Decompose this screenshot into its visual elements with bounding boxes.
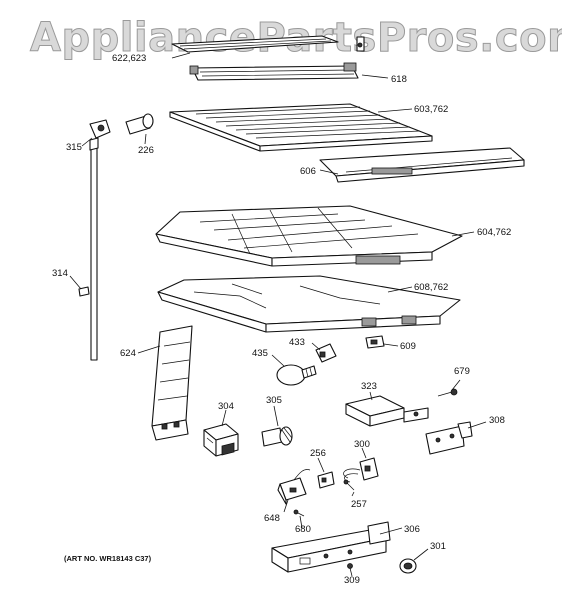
label-433: 433 bbox=[289, 337, 305, 348]
part-256-illustration bbox=[317, 471, 335, 489]
part-301-illustration bbox=[399, 558, 417, 574]
label-256: 256 bbox=[310, 448, 326, 459]
art-number: (ART NO. WR18143 C37) bbox=[64, 554, 152, 563]
label-309: 309 bbox=[344, 575, 360, 586]
part-315-illustration bbox=[89, 119, 111, 361]
part-604-illustration bbox=[155, 205, 463, 267]
label-680: 680 bbox=[295, 524, 311, 535]
label-308: 308 bbox=[489, 415, 505, 426]
part-308-illustration bbox=[425, 421, 473, 455]
label-301: 301 bbox=[430, 541, 446, 552]
label-618: 618 bbox=[391, 74, 407, 85]
part-679-illustration bbox=[437, 388, 458, 397]
label-622-623: 622,623 bbox=[112, 53, 146, 64]
label-604-762: 604,762 bbox=[477, 227, 511, 238]
label-603-762: 603,762 bbox=[414, 104, 448, 115]
label-226: 226 bbox=[138, 145, 154, 156]
label-609: 609 bbox=[400, 341, 416, 352]
label-606: 606 bbox=[300, 166, 316, 177]
label-305: 305 bbox=[266, 395, 282, 406]
part-314-illustration bbox=[78, 286, 90, 297]
part-304-illustration bbox=[203, 423, 239, 457]
part-622-illustration bbox=[171, 35, 365, 53]
part-648-illustration bbox=[277, 469, 311, 505]
part-433-illustration bbox=[315, 343, 337, 363]
part-323-illustration bbox=[345, 395, 429, 427]
label-323: 323 bbox=[361, 381, 377, 392]
part-606-illustration bbox=[319, 147, 525, 183]
label-304: 304 bbox=[218, 401, 234, 412]
label-300: 300 bbox=[354, 439, 370, 450]
part-309-illustration bbox=[347, 563, 353, 569]
part-603-illustration bbox=[169, 103, 433, 152]
label-608-762: 608,762 bbox=[414, 282, 448, 293]
part-680-illustration bbox=[293, 509, 305, 517]
part-305-illustration bbox=[261, 426, 293, 447]
label-648: 648 bbox=[264, 513, 280, 524]
part-618-illustration bbox=[189, 62, 359, 81]
part-435-illustration bbox=[276, 364, 317, 386]
part-624-illustration bbox=[151, 325, 193, 441]
label-314: 314 bbox=[52, 268, 68, 279]
label-257: 257 bbox=[351, 499, 367, 510]
part-609-illustration bbox=[365, 335, 385, 349]
part-608-illustration bbox=[157, 275, 461, 333]
label-624: 624 bbox=[120, 348, 136, 359]
part-226-illustration bbox=[125, 113, 154, 135]
part-306-illustration bbox=[271, 521, 391, 573]
label-435: 435 bbox=[252, 348, 268, 359]
label-306: 306 bbox=[404, 524, 420, 535]
label-679: 679 bbox=[454, 366, 470, 377]
part-300-illustration bbox=[343, 457, 379, 483]
part-257-illustration bbox=[343, 479, 355, 491]
label-315: 315 bbox=[66, 142, 82, 153]
